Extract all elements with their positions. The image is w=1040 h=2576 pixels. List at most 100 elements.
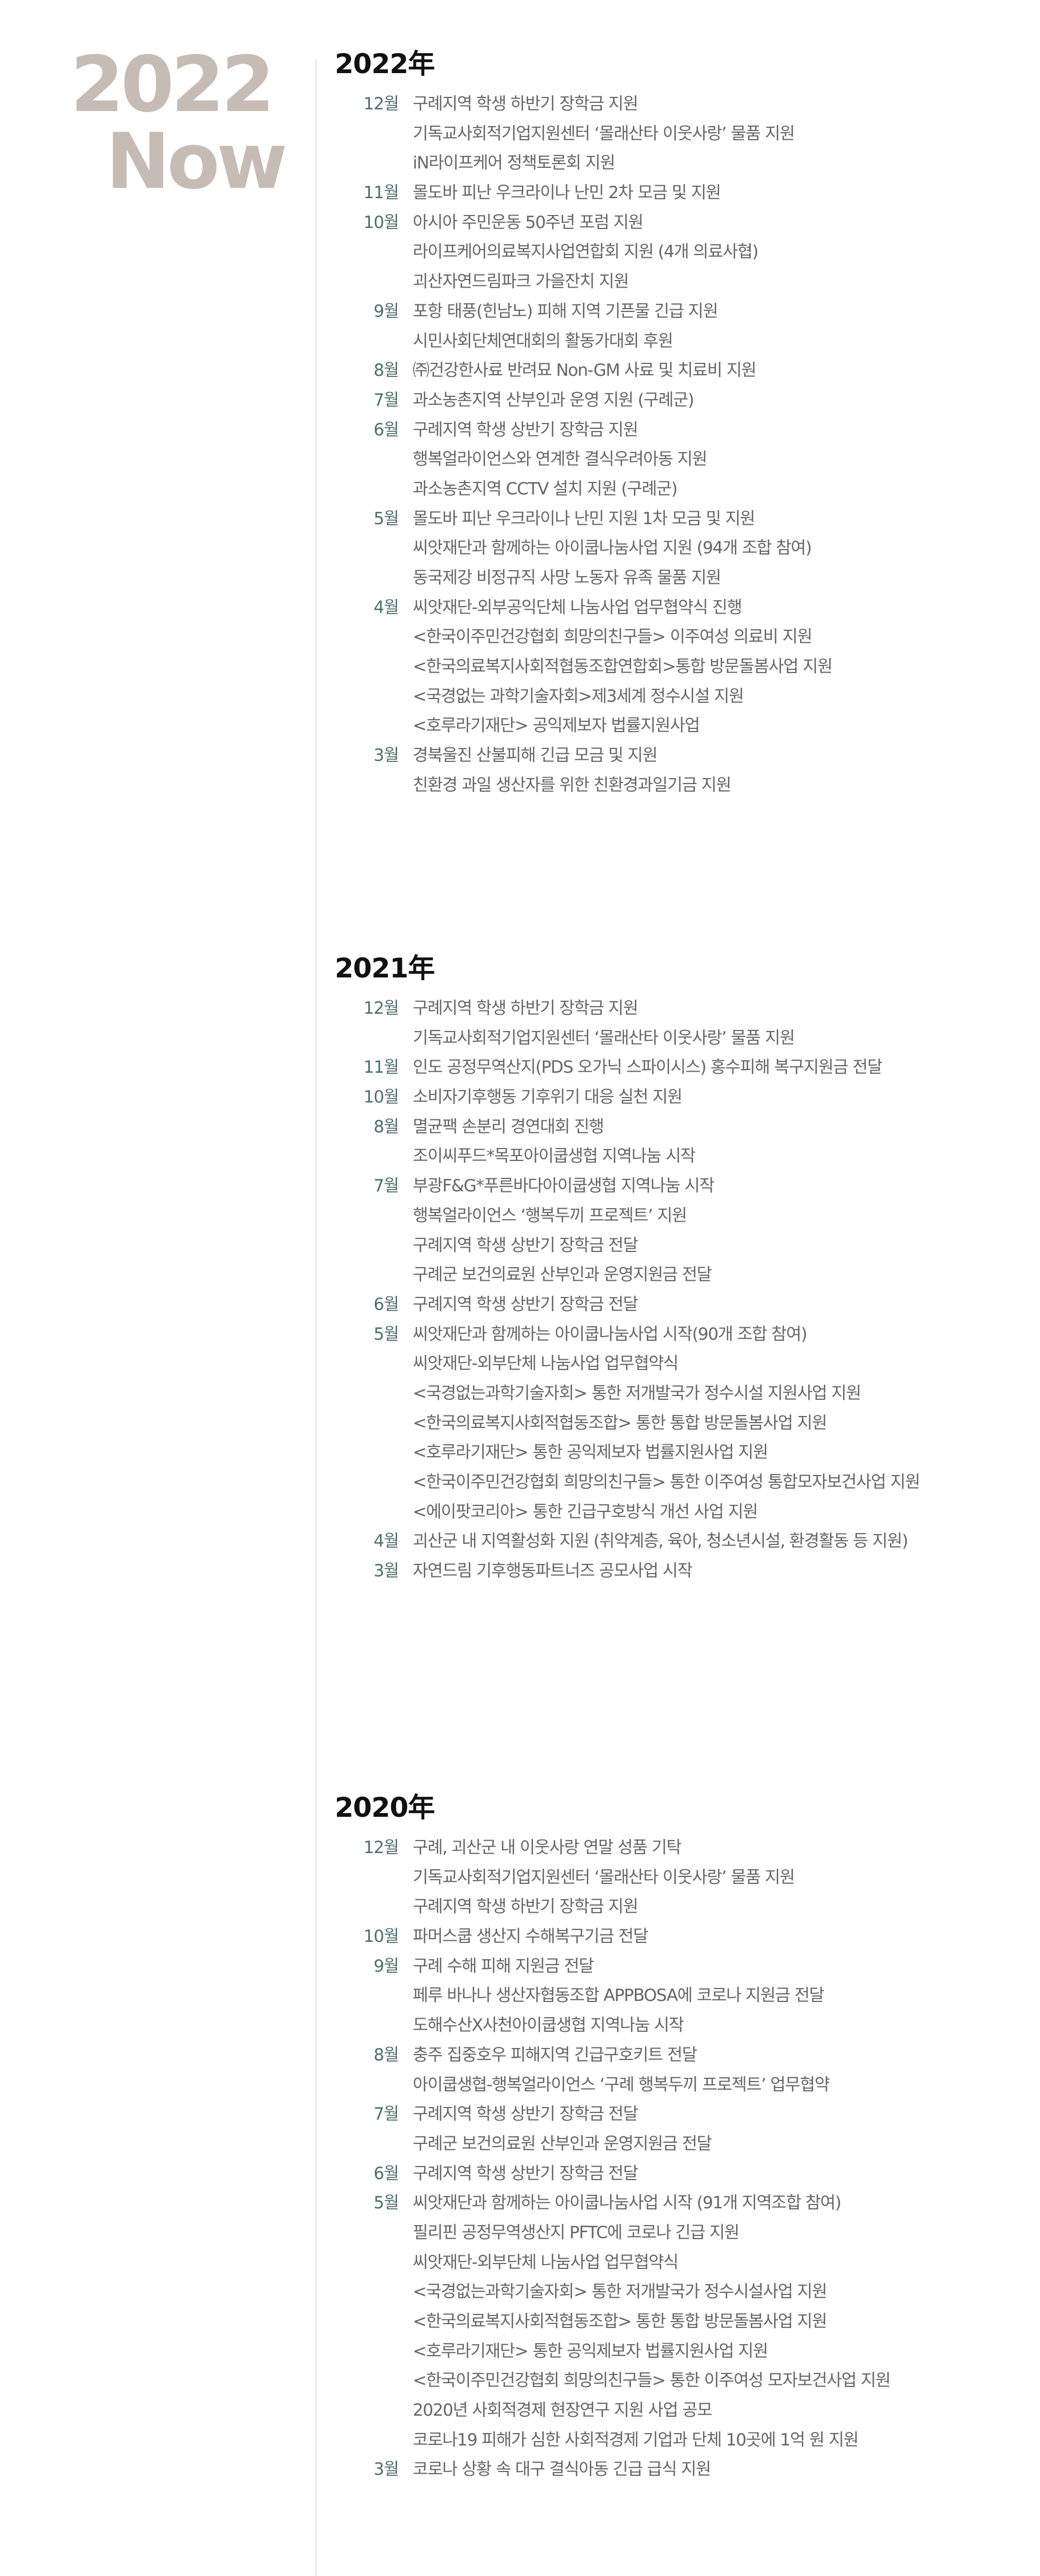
entry-text: 아이쿱생협-행복얼라이언스 ‘구례 행복두끼 프로젝트’ 업무협약 (413, 2075, 830, 2095)
timeline-entry: <국경없는과학기술자회> 통한 저개발국가 정수시설사업 지원 (335, 2278, 1028, 2307)
entry-month: 9월 (373, 1956, 399, 1976)
entry-text: <국경없는과학기술자회> 통한 저개발국가 정수시설 지원사업 지원 (413, 1383, 861, 1403)
entry-text: <한국의료복지사회적협동조합> 통한 통합 방문돌봄사업 지원 (413, 1413, 827, 1433)
entry-month: 6월 (373, 2163, 399, 2183)
timeline-entry: 괴산자연드림파크 가을잔치 지원 (335, 268, 1028, 297)
year-heading: 2022年 (335, 48, 435, 80)
entry-text: 조이씨푸드*목포아이쿱생협 지역나눔 시작 (413, 1146, 696, 1166)
entry-text: 몰도바 피난 우크라이나 난민 지원 1차 모금 및 지원 (413, 508, 756, 529)
entry-text: 행복얼라이언스 ‘행복두끼 프로젝트’ 지원 (413, 1205, 687, 1225)
entry-text: 씨앗재단-외부공익단체 나눔사업 업무협약식 진행 (413, 597, 742, 617)
entry-month: 3월 (373, 746, 399, 766)
entry-text: 부광F&G*푸른바다아이쿱생협 지역나눔 시작 (413, 1176, 714, 1196)
entry-text: 아시아 주민운동 50주년 포럼 지원 (413, 212, 644, 232)
entry-text: 과소농촌지역 CCTV 설치 지원 (구례군) (413, 479, 678, 499)
entry-month: 8월 (373, 1117, 399, 1137)
entry-text: 구례 수해 피해 지원금 전달 (413, 1956, 594, 1976)
timeline-entry: 씨앗재단-외부단체 나눔사업 업무협약식 (335, 2248, 1028, 2278)
entry-text: <에이팟코리아> 통한 긴급구호방식 개선 사업 지원 (413, 1502, 758, 1522)
entry-text: 자연드림 기후행동파트너즈 공모사업 시작 (413, 1561, 693, 1581)
entry-text: 코로나19 피해가 심한 사회적경제 기업과 단체 10곳에 1억 원 지원 (413, 2430, 859, 2450)
entry-text: 기독교사회적기업지원센터 ‘몰래산타 이웃사랑’ 물품 지원 (413, 1028, 795, 1048)
entry-text: 구례지역 학생 하반기 장학금 지원 (413, 1897, 639, 1917)
entry-text: 파머스쿱 생산지 수해복구기금 전달 (413, 1927, 648, 1947)
timeline-entry: iN라이프케어 정책토론회 지원 (335, 149, 1028, 179)
entry-text: 포항 태풍(힌남노) 피해 지역 기픈물 긴급 지원 (413, 301, 718, 321)
entry-text: 시민사회단체연대회의 활동가대회 후원 (413, 331, 673, 351)
entry-text: 친환경 과일 생산자를 위한 친환경과일기금 지원 (413, 775, 731, 795)
entry-month: 9월 (373, 301, 399, 321)
entry-text: 라이프케어의료복지사업연합회 지원 (4개 의료사협) (413, 242, 759, 262)
timeline-entry: 씨앗재단과 함께하는 아이쿱나눔사업 지원 (94개 조합 참여) (335, 534, 1028, 564)
year-heading: 2021年 (335, 953, 435, 984)
entry-text: 씨앗재단과 함께하는 아이쿱나눔사업 시작(90개 조합 참여) (413, 1324, 808, 1344)
entry-month: 11월 (363, 1058, 399, 1078)
timeline-entry: 구례군 보건의료원 산부인과 운영지원금 전달 (335, 1261, 1028, 1290)
timeline-entry: <호루라기재단> 통한 공익제보자 법률지원사업 지원 (335, 1438, 1028, 1468)
entry-month: 7월 (373, 390, 399, 410)
entry-text: 충주 집중호우 피해지역 긴급구호키트 전달 (413, 2045, 697, 2065)
timeline-entry: 아이쿱생협-행복얼라이언스 ‘구례 행복두끼 프로젝트’ 업무협약 (335, 2071, 1028, 2101)
entry-text: 페루 바나나 생산자협동조합 APPBOSA에 코로나 지원금 전달 (413, 1986, 824, 2006)
entry-month: 10월 (363, 1927, 399, 1947)
entry-text: 동국제강 비정규직 사망 노동자 유족 물품 지원 (413, 568, 722, 588)
timeline-entry: 10월 파머스쿱 생산지 수해복구기금 전달 (335, 1922, 1028, 1952)
timeline-entry: 8월㈜건강한사료 반려묘 Non-GM 사료 및 치료비 지원 (335, 356, 1028, 386)
entry-text: 경북울진 산불피해 긴급 모금 및 지원 (413, 746, 658, 766)
entry-month: 6월 (373, 1294, 399, 1314)
entry-text: <한국의료복지사회적협동조합연합회>통합 방문돌봄사업 지원 (413, 657, 833, 677)
timeline-entry: 구례지역 학생 하반기 장학금 지원 (335, 1893, 1028, 1922)
timeline-entry: <한국의료복지사회적협동조합> 통한 통합 방문돌봄사업 지원 (335, 2307, 1028, 2337)
timeline-entry: 기독교사회적기업지원센터 ‘몰래산타 이웃사랑’ 물품 지원 (335, 120, 1028, 149)
timeline-entry: 7월 부광F&G*푸른바다아이쿱생협 지역나눔 시작 (335, 1172, 1028, 1202)
entry-month: 12월 (363, 94, 399, 114)
entry-text: 코로나 상황 속 대구 결식아동 긴급 급식 지원 (413, 2460, 711, 2480)
timeline-entry: 페루 바나나 생산자협동조합 APPBOSA에 코로나 지원금 전달 (335, 1981, 1028, 2011)
timeline-entry: <호루라기재단> 공익제보자 법률지원사업 (335, 712, 1028, 741)
entry-month: 7월 (373, 1176, 399, 1196)
entry-text: 구례군 보건의료원 산부인과 운영지원금 전달 (413, 1265, 712, 1285)
entry-text: 구례지역 학생 상반기 장학금 전달 (413, 1294, 639, 1314)
timeline-entry: <국경없는과학기술자회> 통한 저개발국가 정수시설 지원사업 지원 (335, 1379, 1028, 1409)
entry-text: 씨앗재단-외부단체 나눔사업 업무협약식 (413, 2252, 679, 2272)
timeline-entry: 3월 경북울진 산불피해 긴급 모금 및 지원 (335, 741, 1028, 771)
entry-text: 괴산자연드림파크 가을잔치 지원 (413, 272, 629, 292)
timeline-divider (315, 60, 317, 2576)
side-title-year: 2022 (70, 40, 275, 129)
entry-month: 11월 (363, 183, 399, 203)
entry-text: 과소농촌지역 산부인과 운영 지원 (구례군) (413, 390, 694, 410)
timeline-entry: 구례지역 학생 상반기 장학금 전달 (335, 1231, 1028, 1261)
entry-text: 씨앗재단-외부단체 나눔사업 업무협약식 (413, 1354, 679, 1374)
side-title-now: Now (106, 117, 288, 206)
year-heading: 2020年 (335, 1792, 435, 1823)
entry-text: 행복얼라이언스와 연계한 결식우려아동 지원 (413, 449, 707, 469)
timeline-entry: 과소농촌지역 CCTV 설치 지원 (구례군) (335, 475, 1028, 505)
entry-text: 2020년 사회적경제 현장연구 지원 사업 공모 (413, 2401, 712, 2421)
timeline-entry: 기독교사회적기업지원센터 ‘몰래산타 이웃사랑’ 물품 지원 (335, 1024, 1028, 1054)
timeline-entry: 2020년 사회적경제 현장연구 지원 사업 공모 (335, 2396, 1028, 2426)
timeline-entry: 친환경 과일 생산자를 위한 친환경과일기금 지원 (335, 771, 1028, 801)
timeline-entry: <한국의료복지사회적협동조합연합회>통합 방문돌봄사업 지원 (335, 653, 1028, 682)
timeline-entry: <한국이주민건강협회 희망의친구들> 통한 이주여성 통합모자보건사업 지원 (335, 1468, 1028, 1498)
entry-text: 구례군 보건의료원 산부인과 운영지원금 전달 (413, 2134, 712, 2154)
timeline-entry: <에이팟코리아> 통한 긴급구호방식 개선 사업 지원 (335, 1498, 1028, 1528)
entry-text: 구례지역 학생 상반기 장학금 지원 (413, 420, 639, 440)
timeline-entry: <국경없는 과학기술자회>제3세계 정수시설 지원 (335, 682, 1028, 712)
entry-month: 12월 (363, 1838, 399, 1857)
